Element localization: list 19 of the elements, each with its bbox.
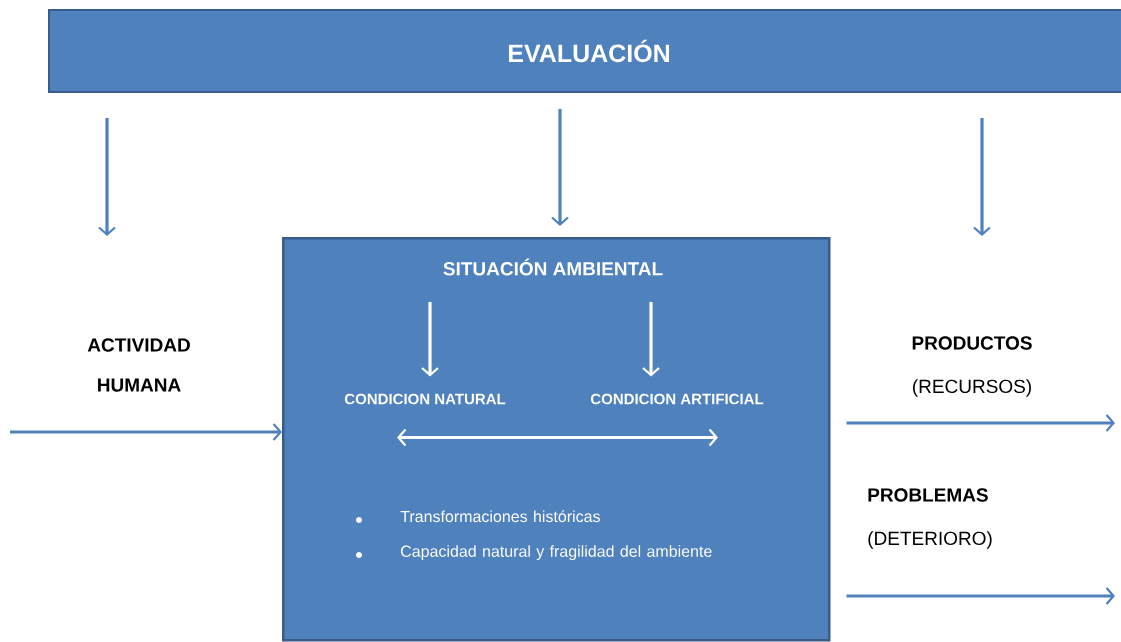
bullet-item: Transformaciones históricas	[356, 510, 600, 523]
arrow	[397, 428, 718, 447]
side-label: (RECURSOS)	[913, 379, 1031, 397]
banner: EVALUACIÓN	[48, 9, 1121, 93]
arrow	[846, 587, 1115, 605]
condition-label: CONDICION NATURAL	[344, 393, 506, 405]
arrow	[551, 109, 569, 226]
arrow	[98, 118, 116, 236]
arrow	[10, 423, 282, 441]
arrow	[973, 118, 991, 236]
side-label: ACTIVIDAD HUMANA	[87, 338, 190, 392]
side-label: PRODUCTOS	[912, 336, 1032, 350]
arrow	[421, 302, 439, 377]
condition-label: CONDICION ARTIFICIAL	[590, 393, 764, 405]
side-label: (DETERIORO)	[868, 531, 992, 549]
arrow	[642, 302, 660, 377]
arrow	[846, 414, 1115, 432]
bullet-item: Capacidad natural y fragilidad del ambiente	[356, 545, 712, 561]
side-label: PROBLEMAS	[868, 488, 988, 502]
